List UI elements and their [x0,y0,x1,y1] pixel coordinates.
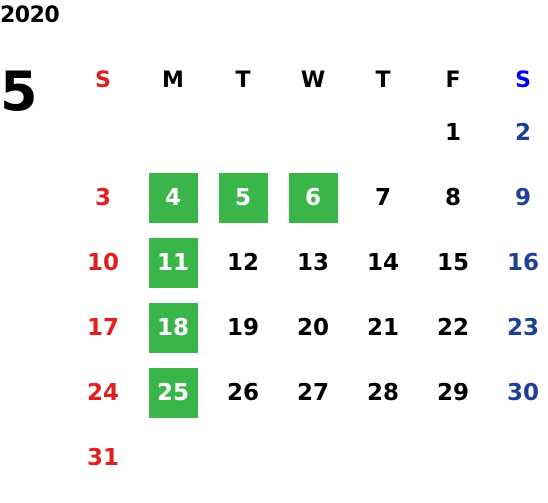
calendar-day[interactable]: 9 [488,165,548,230]
weekday-header-tuesday: T [235,67,251,93]
day-number: 27 [296,379,329,406]
day-number: 22 [436,314,469,341]
day-number [359,433,408,483]
day-number: 10 [86,249,119,276]
calendar-day[interactable]: 31 [68,425,138,490]
day-number: 23 [506,314,539,341]
calendar-day[interactable]: 8 [418,165,488,230]
calendar-empty-cell [278,100,348,165]
calendar-day[interactable]: 10 [68,230,138,295]
day-number: 8 [444,184,461,211]
weekday-header-sunday: S [95,67,111,93]
day-number [149,433,198,483]
highlighted-day-number: 4 [148,172,198,223]
calendar-day[interactable]: 26 [208,360,278,425]
calendar-day[interactable]: 23 [488,295,548,360]
day-number: 26 [226,379,259,406]
weekday-header-wednesday: W [300,67,326,93]
calendar-day[interactable]: 30 [488,360,548,425]
calendar-day[interactable]: 20 [278,295,348,360]
day-number: 28 [366,379,399,406]
calendar-day[interactable]: 13 [278,230,348,295]
calendar-day[interactable]: 15 [418,230,488,295]
calendar-day[interactable]: 4 [138,165,208,230]
day-number [79,108,128,158]
calendar-day[interactable]: 25 [138,360,208,425]
calendar-day[interactable]: 17 [68,295,138,360]
day-number [289,433,338,483]
calendar-day[interactable]: 5 [208,165,278,230]
calendar-day[interactable]: 21 [348,295,418,360]
calendar-day[interactable]: 18 [138,295,208,360]
day-number: 20 [296,314,329,341]
highlighted-day-number: 5 [218,172,268,223]
day-number: 7 [374,184,391,211]
calendar-empty-cell [208,425,278,490]
day-number [219,108,268,158]
day-number: 30 [506,379,539,406]
highlighted-day-number: 6 [288,172,338,223]
calendar-empty-cell [138,100,208,165]
highlighted-day-number: 11 [148,237,198,288]
calendar-day[interactable]: 19 [208,295,278,360]
calendar-day[interactable]: 12 [208,230,278,295]
weekday-header-friday: F [445,67,461,93]
calendar-day[interactable]: 2 [488,100,548,165]
day-number [219,433,268,483]
day-number [499,433,548,483]
day-number: 21 [366,314,399,341]
day-number: 31 [86,444,119,471]
day-number [289,108,338,158]
calendar-empty-cell [348,100,418,165]
year-label: 2020 [0,3,60,28]
day-number: 15 [436,249,469,276]
calendar-day[interactable]: 1 [418,100,488,165]
weekday-header-saturday: S [515,67,531,93]
calendar-day[interactable]: 27 [278,360,348,425]
day-number: 9 [514,184,531,211]
day-number: 13 [296,249,329,276]
day-number: 12 [226,249,259,276]
weekday-header-thursday: T [375,67,391,93]
calendar-day[interactable]: 3 [68,165,138,230]
highlighted-day-number: 18 [148,302,198,353]
calendar-day[interactable]: 29 [418,360,488,425]
day-number: 16 [506,249,539,276]
calendar-empty-cell [418,425,488,490]
calendar-day[interactable]: 28 [348,360,418,425]
day-number: 29 [436,379,469,406]
calendar-day[interactable]: 6 [278,165,348,230]
day-number [429,433,478,483]
weekday-header-monday: M [162,67,184,93]
calendar-day[interactable]: 11 [138,230,208,295]
day-number [359,108,408,158]
calendar-empty-cell [138,425,208,490]
highlighted-day-number: 25 [148,367,198,418]
calendar-day[interactable]: 16 [488,230,548,295]
calendar-empty-cell [278,425,348,490]
month-number: 5 [0,60,38,123]
day-number: 17 [86,314,119,341]
day-number: 14 [366,249,399,276]
calendar-empty-cell [488,425,548,490]
calendar-day[interactable]: 14 [348,230,418,295]
calendar-day[interactable]: 24 [68,360,138,425]
calendar-day[interactable]: 7 [348,165,418,230]
day-number: 24 [86,379,119,406]
day-number: 1 [444,119,461,146]
day-number: 19 [226,314,259,341]
calendar-empty-cell [348,425,418,490]
day-number [149,108,198,158]
calendar-empty-cell [208,100,278,165]
day-number: 2 [514,119,531,146]
day-number: 3 [94,184,111,211]
calendar-day[interactable]: 22 [418,295,488,360]
calendar-empty-cell [68,100,138,165]
